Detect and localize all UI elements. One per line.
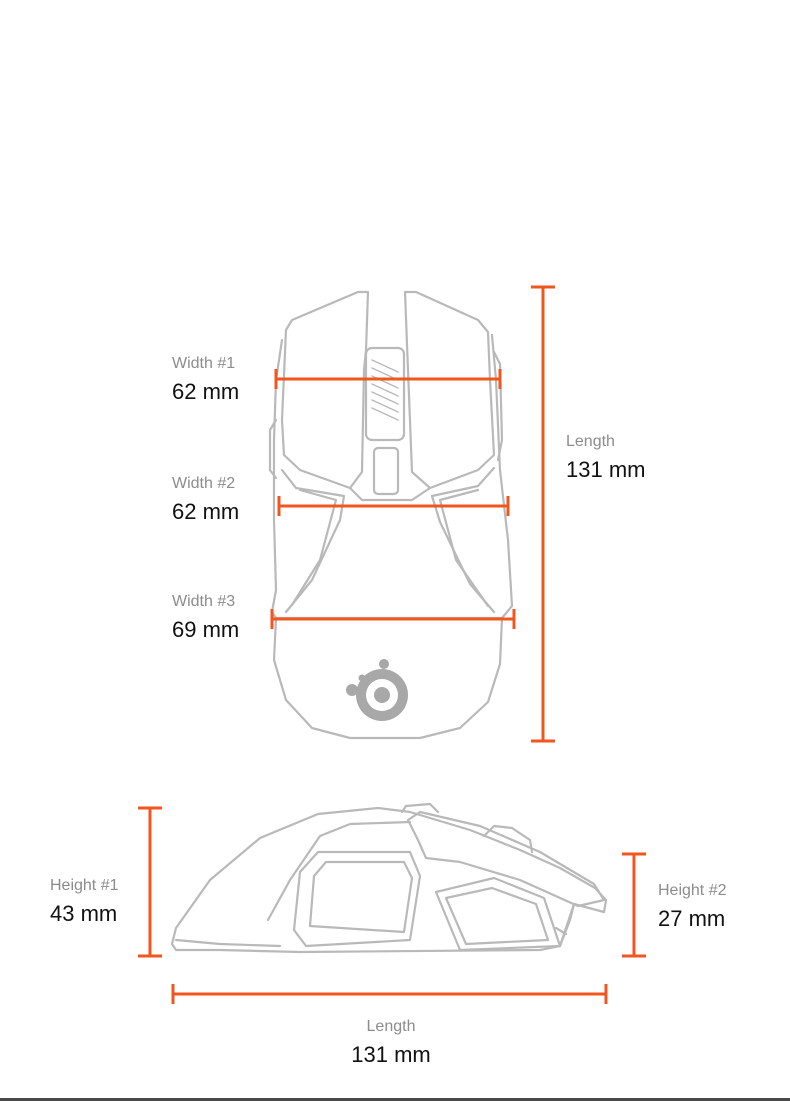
rear-panel-inner bbox=[444, 886, 550, 946]
thumb-panel-inner bbox=[308, 860, 414, 934]
width1-dimension-line bbox=[274, 369, 502, 389]
mouse-side-view bbox=[170, 802, 608, 954]
right-side-panel bbox=[430, 466, 496, 614]
scroll-wheel bbox=[364, 346, 406, 442]
thumb-panel bbox=[292, 850, 422, 948]
left-thumb-ridge bbox=[268, 418, 278, 480]
side-top-tab bbox=[400, 802, 440, 814]
side-length-dimension-line bbox=[171, 984, 608, 1004]
width2-value: 62 mm bbox=[172, 499, 240, 524]
side-shell-outline bbox=[170, 806, 608, 954]
side-front-tip bbox=[554, 902, 576, 948]
dimension-lines bbox=[138, 285, 646, 1004]
height2-label: Height #2 27 mm bbox=[658, 881, 727, 933]
center-button bbox=[372, 446, 400, 496]
side-top-button bbox=[406, 810, 606, 908]
width1-name: Width #1 bbox=[172, 355, 236, 372]
width3-label: Width #3 69 mm bbox=[172, 592, 239, 644]
left-side-panel bbox=[280, 468, 346, 614]
right-button-outline bbox=[403, 290, 496, 490]
right-thumb-ridge bbox=[492, 350, 504, 462]
right-inner-panel bbox=[438, 488, 490, 608]
height2-dimension-line bbox=[622, 852, 646, 958]
width3-name: Width #3 bbox=[172, 593, 236, 610]
left-inner-panel bbox=[290, 488, 338, 607]
rear-panel bbox=[434, 876, 562, 952]
height1-label: Height #1 43 mm bbox=[50, 876, 119, 928]
height2-name: Height #2 bbox=[658, 882, 727, 899]
width2-name: Width #2 bbox=[172, 475, 236, 492]
side-lower-edge bbox=[174, 938, 282, 948]
width1-label: Width #1 62 mm bbox=[172, 354, 239, 406]
side-length-name: Length bbox=[366, 1018, 416, 1035]
width1-value: 62 mm bbox=[172, 379, 240, 404]
scroll-wheel-grip bbox=[371, 359, 399, 421]
width3-value: 69 mm bbox=[172, 617, 240, 642]
top-length-label: Length 131 mm bbox=[566, 432, 645, 484]
side-inner-line bbox=[266, 820, 412, 922]
side-length-label: Length 131 mm bbox=[351, 1017, 430, 1069]
top-length-name: Length bbox=[566, 433, 615, 450]
height1-value: 43 mm bbox=[50, 901, 118, 926]
width3-dimension-line bbox=[270, 609, 516, 629]
bottom-divider bbox=[0, 1098, 790, 1101]
left-button-outline bbox=[280, 290, 370, 490]
width2-dimension-line bbox=[277, 496, 510, 516]
palm-rest-outline bbox=[272, 616, 504, 740]
center-bridge bbox=[348, 486, 432, 502]
top-length-value: 131 mm bbox=[566, 457, 646, 482]
side-scroll-wheel bbox=[482, 824, 534, 854]
top-length-dimension-line bbox=[531, 285, 555, 743]
brand-logo-icon bbox=[346, 659, 408, 721]
side-length-value: 131 mm bbox=[351, 1042, 431, 1067]
width2-label: Width #2 62 mm bbox=[172, 474, 239, 526]
height1-dimension-line bbox=[138, 806, 162, 958]
height2-value: 27 mm bbox=[658, 906, 726, 931]
height1-name: Height #1 bbox=[50, 877, 119, 894]
